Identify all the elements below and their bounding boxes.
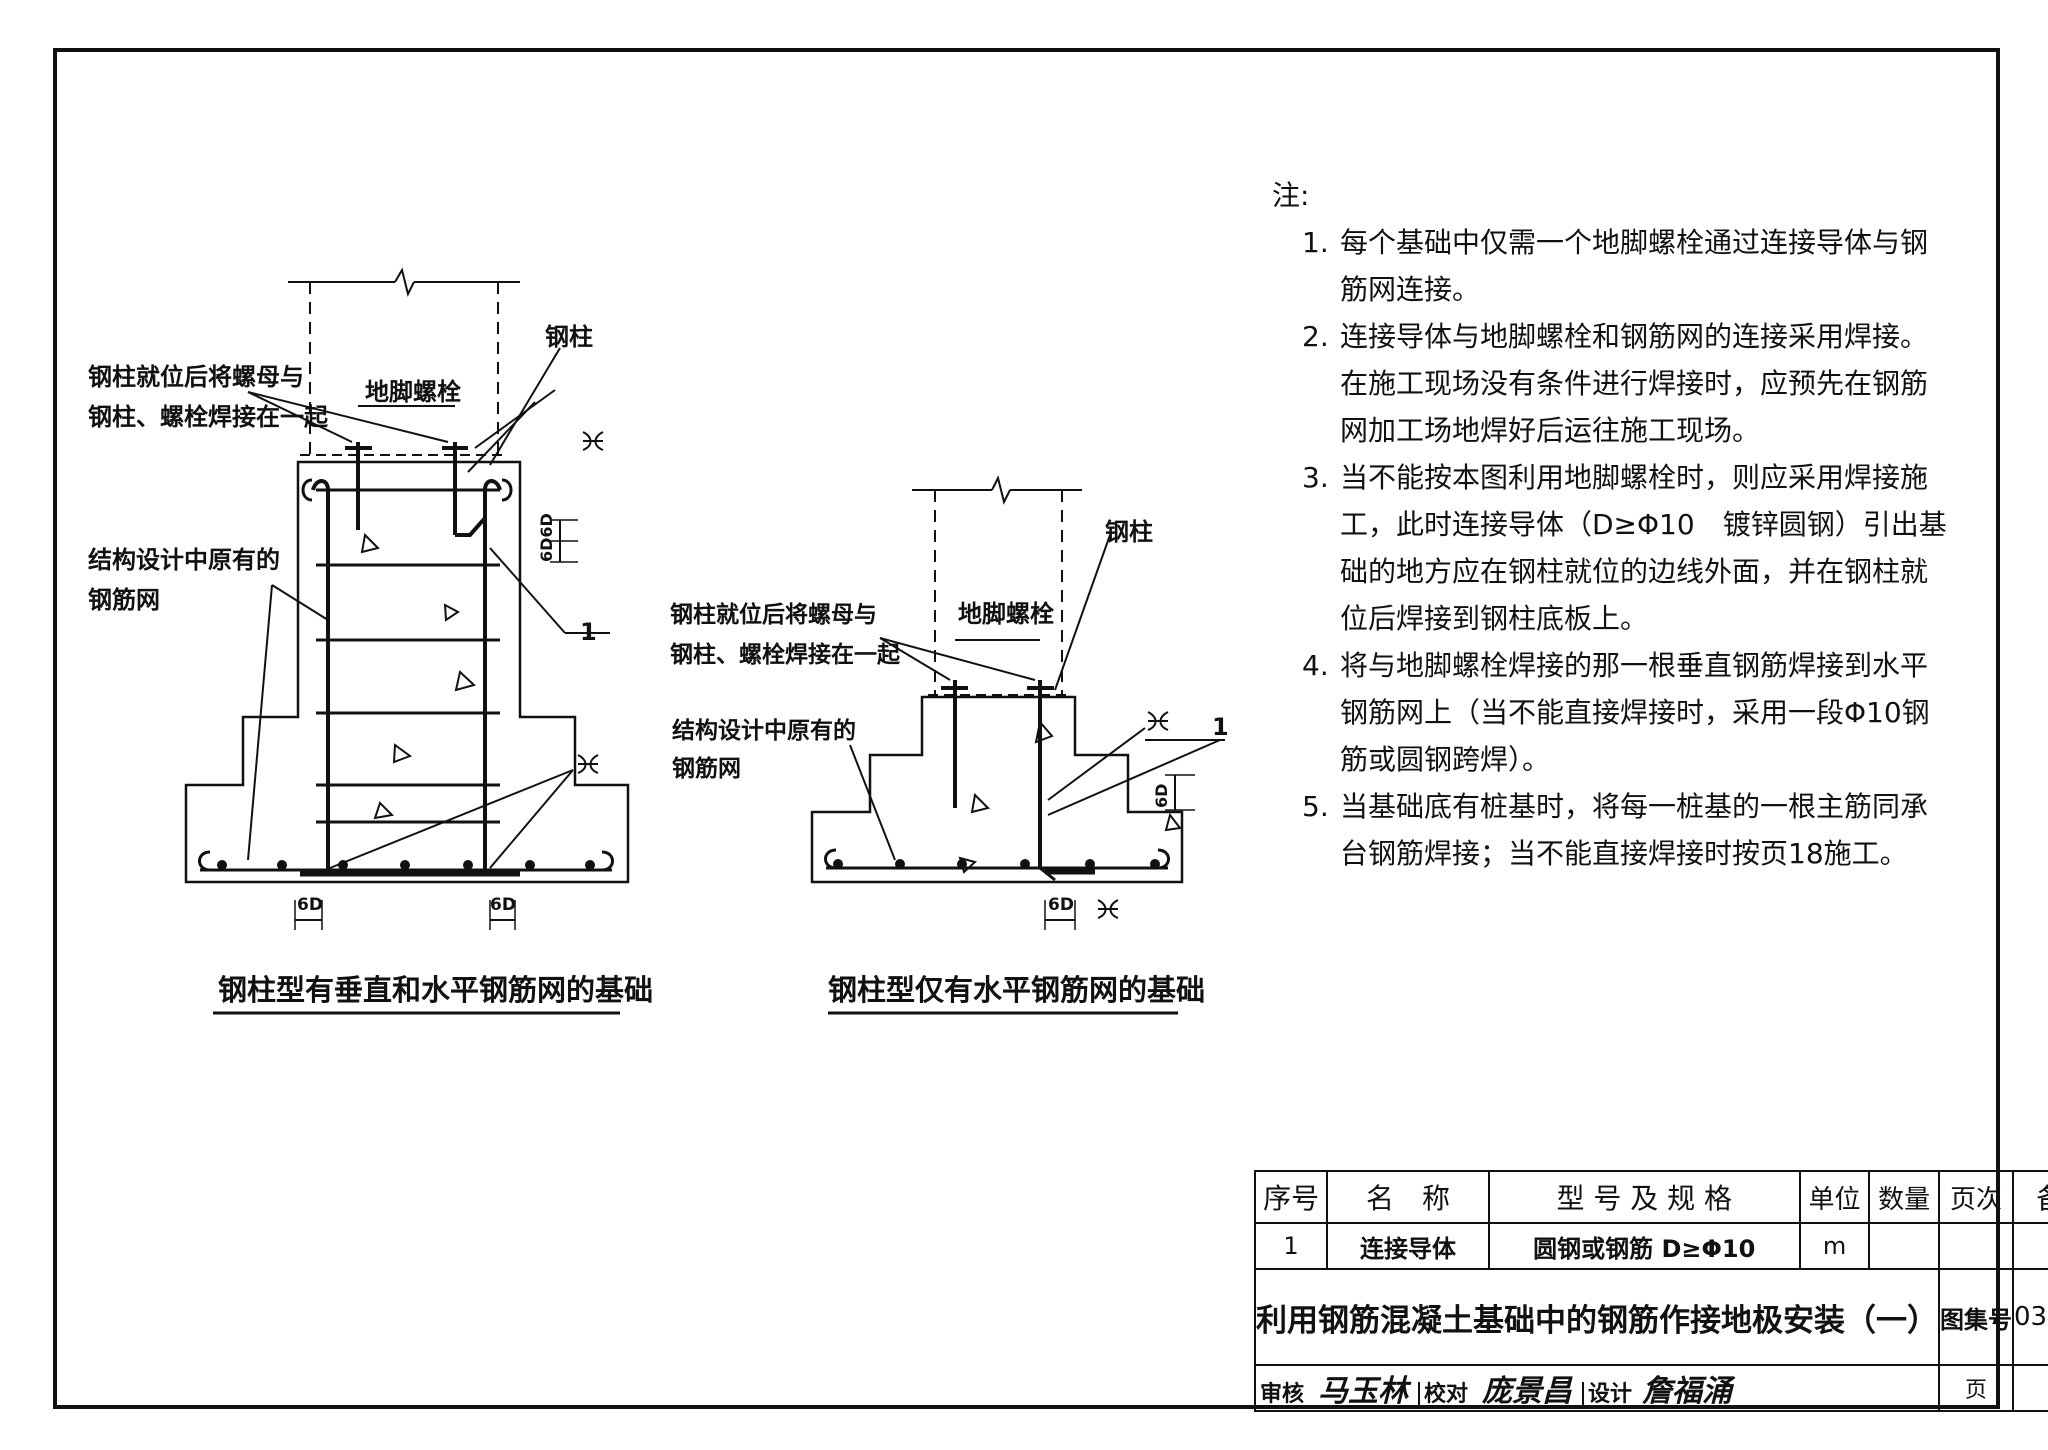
header-spec: 型 号 及 规 格 xyxy=(1487,1170,1801,1224)
left-callout-1: 1 xyxy=(580,618,597,646)
note-text: 每个基础中仅需一个地脚螺栓通过连接导体与钢筋网连接。 xyxy=(1340,226,1929,306)
header-page: 页次 xyxy=(1938,1170,2014,1224)
right-rebar-sections xyxy=(833,859,1160,869)
note-item: 2. 连接导体与地脚螺栓和钢筋网的连接采用焊接。在施工现场没有条件进行焊接时，应预… xyxy=(1270,313,1950,454)
right-dim-6d-bottom: 6D xyxy=(1048,895,1074,915)
right-label-orig-mesh-1: 结构设计中原有的 xyxy=(672,717,856,744)
left-label-weld-note-1: 钢柱就位后将螺母与 xyxy=(88,363,304,391)
note-text: 将与地脚螺栓焊接的那一根垂直钢筋焊接到水平钢筋网上（当不能直接焊接时，采用一段Φ… xyxy=(1340,649,1930,776)
row1-unit: m xyxy=(1798,1222,1871,1270)
note-number: 2. xyxy=(1302,320,1329,353)
header-name: 名 称 xyxy=(1326,1170,1490,1224)
title-block: 序号 名 称 型 号 及 规 格 单位 数量 页次 备 注 1 连接导体 圆钢或… xyxy=(1253,1170,2048,1412)
right-caption: 钢柱型仅有水平钢筋网的基础 xyxy=(828,973,1205,1007)
right-dim-6d-vertical: 6D xyxy=(1152,784,1171,808)
page-label: 页 xyxy=(1938,1364,2014,1412)
note-number: 3. xyxy=(1302,461,1329,494)
check-signature: 庞景昌 xyxy=(1482,1374,1573,1409)
right-label-weld-note-1: 钢柱就位后将螺母与 xyxy=(670,601,877,628)
left-label-orig-mesh-1: 结构设计中原有的 xyxy=(88,546,280,574)
row1-page xyxy=(1938,1222,2014,1270)
left-label-anchor-bolt: 地脚螺栓 xyxy=(365,378,461,406)
note-text: 连接导体与地脚螺栓和钢筋网的连接采用焊接。在施工现场没有条件进行焊接时，应预先在… xyxy=(1340,320,1929,447)
page-number: 16 xyxy=(2012,1364,2048,1412)
left-label-weld-note-2: 钢柱、螺栓焊接在一起 xyxy=(88,403,329,431)
left-label-orig-mesh-2: 钢筋网 xyxy=(88,586,160,614)
notes-heading: 注: xyxy=(1272,179,1310,212)
notes-block: 注: 1. 每个基础中仅需一个地脚螺栓通过连接导体与钢筋网连接。 2. 连接导体与地… xyxy=(1270,172,1950,877)
right-label-anchor-bolt: 地脚螺栓 xyxy=(958,600,1054,628)
row1-name: 连接导体 xyxy=(1326,1222,1490,1270)
left-dim-6d-vertical: 6D6D xyxy=(537,513,556,562)
row1-qty xyxy=(1868,1222,1940,1270)
right-label-orig-mesh-2: 钢筋网 xyxy=(672,755,741,782)
right-label-weld-note-2: 钢柱、螺栓焊接在一起 xyxy=(670,641,901,668)
note-item: 3. 当不能按本图利用地脚螺栓时，则应采用焊接施工，此时连接导体（D≥Φ10 镀锌… xyxy=(1270,454,1950,642)
signature-cell: 审核马玉林校对庞景昌设计詹福涌 xyxy=(1254,1364,1940,1412)
title-block-table: 序号 名 称 型 号 及 规 格 单位 数量 页次 备 注 1 连接导体 圆钢或… xyxy=(1253,1170,2048,1412)
review-label: 审核 xyxy=(1260,1382,1305,1407)
drawing-title-row: 利用钢筋混凝土基础中的钢筋作接地极安装（一） 图集号 03D501-4 xyxy=(1254,1268,2048,1366)
review-signature: 马玉林 xyxy=(1318,1374,1409,1409)
note-number: 5. xyxy=(1302,790,1329,823)
left-label-steel-column: 钢柱 xyxy=(545,323,593,351)
header-remark: 备 注 xyxy=(2012,1170,2048,1224)
drawing-title: 利用钢筋混凝土基础中的钢筋作接地极安装（一） xyxy=(1254,1268,1940,1366)
left-caption: 钢柱型有垂直和水平钢筋网的基础 xyxy=(218,973,653,1007)
note-number: 4. xyxy=(1302,649,1329,682)
atlas-number: 03D501-4 xyxy=(2012,1268,2048,1366)
left-concrete-hatch xyxy=(360,532,476,820)
left-foundation-diagram xyxy=(184,267,630,1015)
right-callout-1: 1 xyxy=(1212,713,1229,741)
note-item: 1. 每个基础中仅需一个地脚螺栓通过连接导体与钢筋网连接。 xyxy=(1270,219,1950,313)
row1-spec: 圆钢或钢筋 D≥Φ10 xyxy=(1487,1222,1801,1270)
note-text: 当基础底有桩基时，将每一桩基的一根主筋同承台钢筋焊接；当不能直接焊接时按页18施… xyxy=(1340,790,1929,870)
header-unit: 单位 xyxy=(1798,1170,1871,1224)
note-text: 当不能按本图利用地脚螺栓时，则应采用焊接施工，此时连接导体（D≥Φ10 镀锌圆钢… xyxy=(1340,461,1947,635)
right-concrete-hatch xyxy=(958,719,1182,874)
check-label: 校对 xyxy=(1418,1382,1473,1407)
sheet-border xyxy=(53,48,2000,1409)
design-label: 设计 xyxy=(1582,1382,1637,1407)
right-label-steel-column: 钢柱 xyxy=(1105,518,1153,546)
row1-remark xyxy=(2012,1222,2048,1270)
note-number: 1. xyxy=(1302,226,1329,259)
left-rebar-sections xyxy=(217,860,595,870)
table-header-row: 序号 名 称 型 号 及 规 格 单位 数量 页次 备 注 xyxy=(1253,1170,2048,1224)
note-item: 5. 当基础底有桩基时，将每一桩基的一根主筋同承台钢筋焊接；当不能直接焊接时按页1… xyxy=(1270,783,1950,877)
right-foundation-diagram xyxy=(810,475,1225,1015)
table-row: 1 连接导体 圆钢或钢筋 D≥Φ10 m xyxy=(1253,1222,2048,1270)
design-signature: 詹福涌 xyxy=(1642,1374,1733,1409)
left-dim-6d-right: 6D xyxy=(490,895,516,915)
left-dim-6d-left: 6D xyxy=(297,895,323,915)
row1-no: 1 xyxy=(1253,1222,1329,1270)
atlas-label: 图集号 xyxy=(1938,1268,2014,1366)
note-item: 4. 将与地脚螺栓焊接的那一根垂直钢筋焊接到水平钢筋网上（当不能直接焊接时，采用一… xyxy=(1270,642,1950,783)
header-no: 序号 xyxy=(1253,1170,1329,1224)
header-qty: 数量 xyxy=(1868,1170,1940,1224)
